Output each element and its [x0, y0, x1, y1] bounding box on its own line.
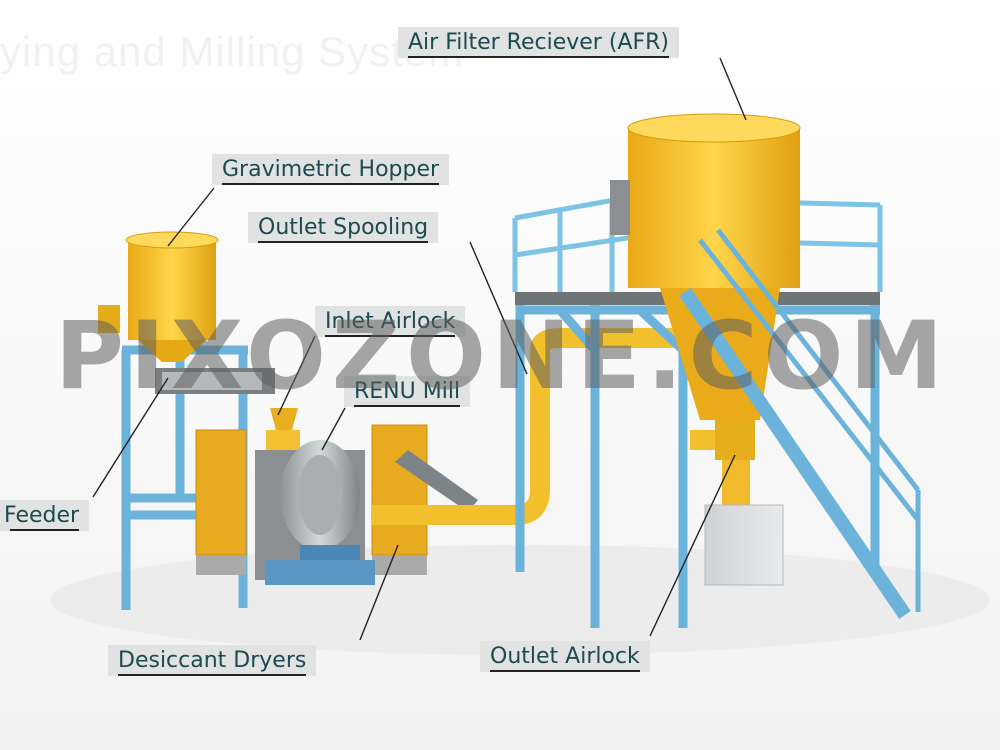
inlet-airlock	[266, 408, 300, 450]
label-outlet-spooling: Outlet Spooling	[248, 212, 439, 243]
label-desiccant-dryers: Desiccant Dryers	[108, 645, 317, 676]
desiccant-dryers	[195, 424, 428, 575]
feeder	[155, 368, 275, 394]
watermark-text: PIXOZONE.COM	[55, 302, 949, 411]
renu-mill	[255, 440, 375, 585]
mill-outlet-duct	[395, 450, 478, 512]
label-renu-mill: RENU Mill	[344, 376, 471, 407]
label-air-filter-receiver: Air Filter Reciever (AFR)	[398, 27, 680, 58]
bulk-bag	[704, 504, 784, 586]
staircase	[679, 228, 921, 619]
label-outlet-airlock: Outlet Airlock	[480, 641, 650, 672]
outlet-airlock	[715, 420, 755, 505]
leader-lines	[92, 57, 747, 641]
label-gravimetric-hopper: Gravimetric Hopper	[212, 154, 450, 185]
label-inlet-airlock: Inlet Airlock	[315, 306, 466, 337]
label-feeder: Feeder	[0, 500, 90, 531]
background-title-text: ying and Milling System	[0, 28, 465, 75]
